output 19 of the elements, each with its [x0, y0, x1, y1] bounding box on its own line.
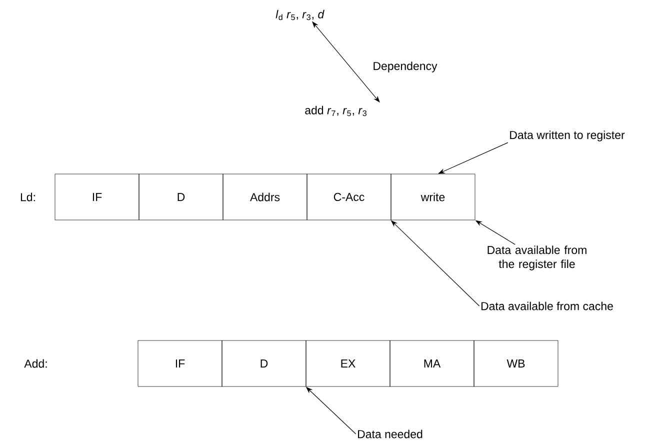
stage-box: EX: [306, 340, 390, 387]
edge-label: Dependency: [372, 60, 438, 74]
row-label: Ld:: [20, 192, 35, 202]
stage-box: Addrs: [222, 174, 308, 220]
stage-box: D: [222, 340, 306, 387]
annotation-text: Data available from cache: [481, 302, 613, 310]
annotation-text: Data available from the register file: [488, 246, 586, 270]
stage-box: MA: [390, 340, 474, 387]
instruction-text: add r$_{7}$, r$_{5}$, r$_{3}$: [305, 106, 367, 116]
instruction-text: l$_{d}$ r$_{5}$, r$_{3}$, d: [276, 10, 324, 20]
stage-box: WB: [474, 340, 558, 387]
annotation-text: Data needed: [358, 430, 422, 438]
stage-box: C-Acc: [306, 174, 392, 220]
stage-box: IF: [54, 174, 140, 220]
stage-box: write: [390, 174, 476, 220]
stage-box: IF: [138, 340, 222, 387]
row-label: Add:: [24, 359, 47, 368]
stage-box: D: [138, 174, 224, 220]
annotation-text: Data written to register: [510, 130, 625, 142]
